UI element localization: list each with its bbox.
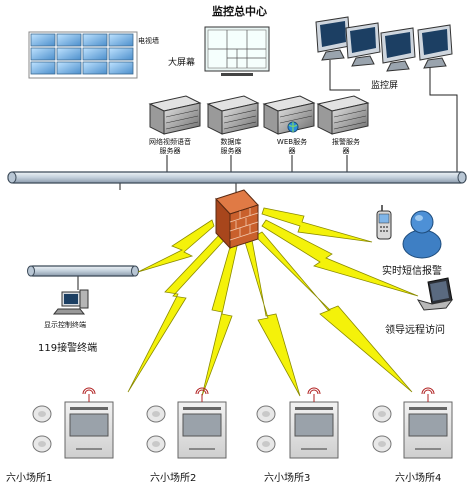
video-wall xyxy=(30,33,134,75)
laptop-icon xyxy=(416,277,454,311)
sms-alarm-label: 实时短信报警 xyxy=(382,266,442,277)
site-2-devices xyxy=(146,387,227,459)
server-web-label: WEB服务器 xyxy=(276,138,308,155)
site-4-label: 六小场所4 xyxy=(395,473,442,484)
site-1-devices xyxy=(32,387,114,459)
lightning-bolt xyxy=(254,231,413,393)
page-title: 监控总中心 xyxy=(212,5,267,18)
server-alarm-label: 报警服务器 xyxy=(332,138,360,155)
site-3-label: 六小场所3 xyxy=(264,473,311,484)
big-screen xyxy=(204,26,270,76)
terminal-pc-icon xyxy=(52,289,89,315)
site-1-label: 六小场所1 xyxy=(6,473,53,484)
site-3-devices xyxy=(256,387,339,459)
lightning-bolt xyxy=(244,239,301,397)
server-voice-icon xyxy=(148,95,202,135)
monitor-3-icon xyxy=(380,27,416,72)
terminal-label: 显示控制终端 xyxy=(44,321,86,329)
main-network-bus xyxy=(7,171,467,184)
lightning-bolt xyxy=(201,239,239,397)
big-screen-label: 大屏幕 xyxy=(168,58,196,68)
server-alarm-icon xyxy=(316,95,370,135)
monitor-screen-label: 监控屏 xyxy=(371,81,399,91)
server-web-icon xyxy=(262,95,316,135)
monitor-1-icon xyxy=(315,16,351,61)
wireless-signal-icon xyxy=(195,387,209,402)
lightning-bolt xyxy=(127,231,229,393)
lightning-bolt xyxy=(137,219,215,273)
monitor-screens xyxy=(315,16,453,72)
lightning-bolt xyxy=(261,219,419,297)
server-voice-label: 网络视频语音服务器 xyxy=(149,138,191,155)
wireless-signal-icon xyxy=(307,387,321,402)
wireless-links xyxy=(127,207,419,397)
firewall-icon xyxy=(215,189,259,250)
video-wall-label: 电视墙 xyxy=(138,37,159,45)
site-4-devices xyxy=(372,387,453,459)
user-icon xyxy=(402,210,442,259)
mobile-phone-icon xyxy=(376,205,392,240)
lightning-bolt xyxy=(261,207,373,243)
server-database-label: 数据库服务器 xyxy=(220,138,242,155)
alarm-terminal-label: 119接警终端 xyxy=(38,343,98,354)
monitor-2-icon xyxy=(345,22,381,67)
leader-access-label: 领导远程访问 xyxy=(385,325,445,336)
monitor-4-icon xyxy=(417,24,453,69)
wireless-signal-icon xyxy=(82,387,96,402)
connection-lines xyxy=(28,31,458,290)
site-2-label: 六小场所2 xyxy=(150,473,197,484)
server-database-icon xyxy=(206,95,260,135)
wireless-signal-icon xyxy=(421,387,435,402)
terminal-network-bus xyxy=(27,265,139,277)
